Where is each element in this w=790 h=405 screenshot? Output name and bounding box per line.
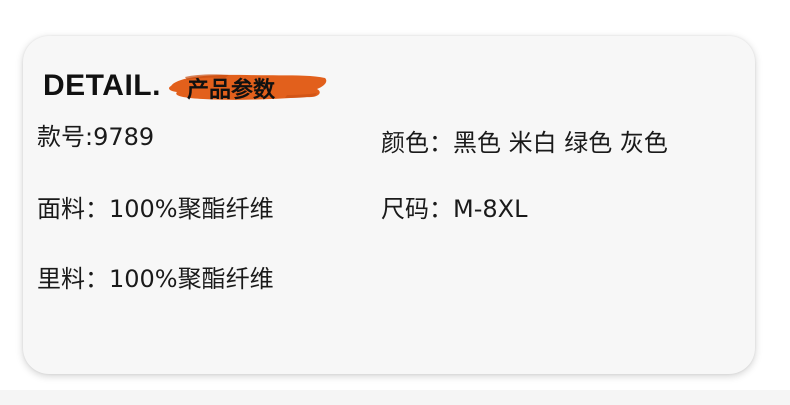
spec-color: 颜色：黑色 米白 绿色 灰色 xyxy=(381,129,668,157)
spec-lining: 里料：100%聚酯纤维 xyxy=(37,265,274,293)
spec-fabric: 面料：100%聚酯纤维 xyxy=(37,195,274,223)
detail-card xyxy=(23,36,755,374)
brush-stroke-icon xyxy=(168,74,327,100)
heading-title-en: DETAIL. xyxy=(43,69,161,102)
heading-title-cn: 产品参数 xyxy=(186,78,275,103)
page-bottom-band xyxy=(0,390,790,405)
spec-size: 尺码：M-8XL xyxy=(381,195,528,223)
spec-style-number: 款号:9789 xyxy=(37,123,155,151)
heading-brush-label: 产品参数 xyxy=(167,68,329,104)
detail-heading: DETAIL. 产品参数 xyxy=(43,66,329,106)
